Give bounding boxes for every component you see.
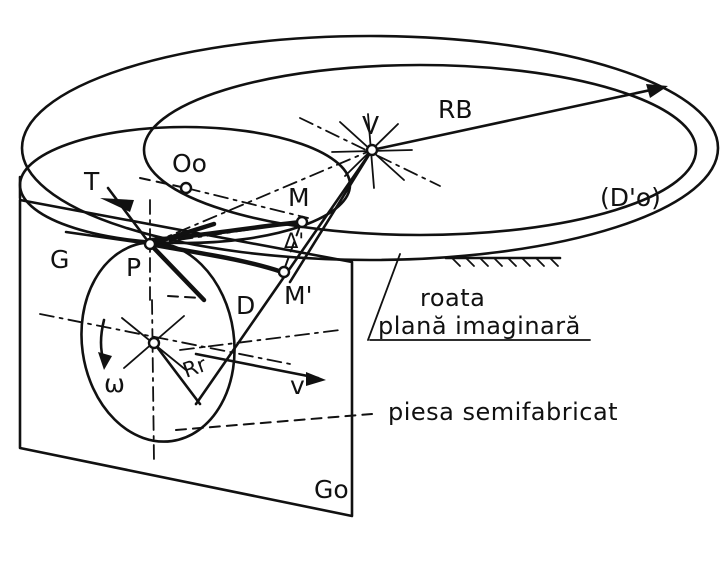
delta-line [283, 225, 301, 271]
point-v [365, 143, 379, 157]
p-hatch [167, 295, 201, 299]
omega-arrow-head [98, 352, 112, 370]
piesa-leader [175, 413, 373, 431]
point-m [295, 215, 309, 229]
line-o0-m [185, 187, 309, 219]
label-v: V [362, 111, 379, 140]
profile-line-up [147, 221, 217, 247]
v-arrow-line [194, 352, 320, 380]
label-t: T [83, 167, 100, 196]
annotation-piesa-semifabricat: piesa semifabricat [388, 398, 618, 426]
label-rb: RB [438, 95, 473, 124]
v-arrow-head [306, 372, 326, 386]
line-g [64, 230, 152, 246]
label-g0: Go [314, 475, 349, 504]
label-d0prime: (D'o) [600, 183, 661, 212]
medium-ellipse [142, 63, 698, 237]
point-p [143, 237, 157, 251]
profile-curve-lower [147, 241, 285, 275]
point-o0 [179, 181, 193, 195]
label-p: P [126, 253, 141, 282]
point-mprime [277, 265, 291, 279]
label-d: D [236, 291, 255, 320]
line-o0-left [139, 177, 187, 189]
cone-line-right [288, 148, 374, 284]
label-g: G [50, 245, 69, 274]
label-v-velocity: v [290, 371, 305, 400]
rr-radius-line [152, 341, 202, 406]
rb-radius-line [370, 86, 662, 152]
plane-go [18, 198, 354, 518]
roata-leader [367, 253, 401, 341]
line-p-v [149, 149, 373, 245]
label-m: M [288, 183, 310, 212]
label-o0: Oo [172, 149, 207, 178]
large-wheel-ellipse [20, 34, 720, 262]
label-mprime: M' [284, 281, 312, 310]
line-t [106, 186, 152, 246]
annotation-roata: roata [420, 284, 485, 312]
point-blank-center [147, 336, 161, 350]
annotation-plana-imaginara: plană imaginară [378, 312, 581, 340]
label-delta: Δ' [284, 229, 304, 253]
support-hatch [444, 256, 562, 267]
profile-line-down [147, 241, 207, 303]
t-marker [100, 198, 134, 212]
rb-arrow-head [646, 84, 668, 98]
label-omega: ω [104, 369, 125, 398]
